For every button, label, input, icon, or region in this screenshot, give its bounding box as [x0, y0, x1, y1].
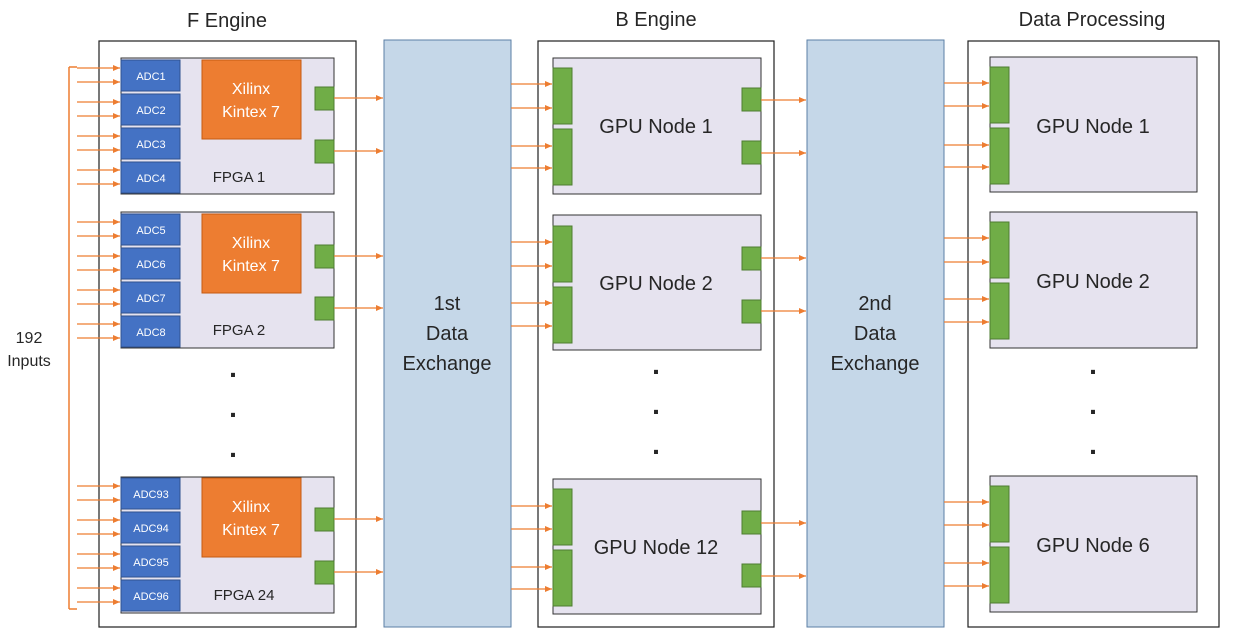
first-data-exchange [383, 39, 512, 628]
b-engine-node-2: GPU Node 2 [552, 214, 762, 351]
adc-block [120, 161, 181, 194]
adc-label: ADC2 [136, 105, 165, 117]
f-engine-ellipsis-dot: . [229, 392, 237, 423]
input-port [989, 127, 1010, 185]
first-exchange-line2: Data [426, 323, 469, 345]
fpga-board-2: Xilinx Kintex 7 FPGA 2 ADC5 ADC6 ADC7 AD… [120, 211, 335, 349]
output-port [314, 296, 335, 321]
fpga-chip-line2: Kintex 7 [222, 104, 280, 121]
adc-label: ADC96 [133, 591, 168, 603]
data-processing-title: Data Processing [1019, 9, 1166, 31]
f-engine-title: F Engine [187, 10, 267, 32]
b-engine-ellipsis-dot: . [652, 429, 660, 460]
b-engine-title: B Engine [615, 9, 696, 31]
second-data-exchange [806, 39, 945, 628]
adc-block [120, 93, 181, 126]
input-port [552, 488, 573, 546]
fpga-chip-line2: Kintex 7 [222, 522, 280, 539]
input-port [552, 225, 573, 283]
input-port [989, 546, 1010, 604]
b-engine-ellipsis-dot: . [652, 389, 660, 420]
adc-block [120, 247, 181, 280]
adc-label: ADC3 [136, 139, 165, 151]
b-engine-ellipsis-dot: . [652, 349, 660, 380]
input-port [989, 485, 1010, 543]
inputs-text-label: Inputs [7, 353, 51, 370]
adc-label: ADC5 [136, 225, 165, 237]
output-port [314, 244, 335, 269]
processing-ellipsis-dot: . [1089, 389, 1097, 420]
input-port [989, 282, 1010, 340]
fpga-chip [201, 59, 302, 140]
adc-label: ADC93 [133, 489, 168, 501]
adc-block [120, 59, 181, 92]
output-port [741, 87, 762, 112]
adc-label: ADC1 [136, 71, 165, 83]
gpu-node-label: GPU Node 12 [594, 537, 719, 559]
second-exchange-line1: 2nd [858, 293, 891, 315]
gpu-node-label: GPU Node 2 [599, 273, 712, 295]
second-exchange-line3: Exchange [831, 353, 920, 375]
adc-label: ADC4 [136, 173, 165, 185]
input-port [989, 66, 1010, 124]
fpga-chip-line2: Kintex 7 [222, 258, 280, 275]
adc-block [120, 315, 181, 348]
gpu-node-label: GPU Node 2 [1036, 271, 1149, 293]
gpu-node-label: GPU Node 1 [599, 116, 712, 138]
fpga-chip [201, 477, 302, 558]
output-port [314, 139, 335, 164]
input-port [552, 549, 573, 607]
gpu-node-label: GPU Node 1 [1036, 116, 1149, 138]
input-port [552, 128, 573, 186]
output-port [741, 563, 762, 588]
second-exchange-line2: Data [854, 323, 897, 345]
adc-label: ADC94 [133, 523, 168, 535]
fpga-chip [201, 213, 302, 294]
fpga-chip-line1: Xilinx [232, 499, 270, 516]
adc-label: ADC95 [133, 557, 168, 569]
fpga-chip-line1: Xilinx [232, 81, 270, 98]
fpga-chip-line1: Xilinx [232, 235, 270, 252]
f-engine-ellipsis-dot: . [229, 432, 237, 463]
fpga-board-1: Xilinx Kintex 7 FPGA 1 ADC1 ADC2 ADC3 AD… [120, 57, 335, 195]
arrow-layer [77, 65, 989, 605]
fpga-label: FPGA 24 [214, 587, 275, 604]
processing-node-6: GPU Node 6 [989, 475, 1198, 613]
input-port [989, 221, 1010, 279]
processing-ellipsis-dot: . [1089, 349, 1097, 380]
gpu-node-label: GPU Node 6 [1036, 535, 1149, 557]
adc-block [120, 477, 181, 510]
processing-node-2: GPU Node 2 [989, 211, 1198, 349]
output-port [741, 246, 762, 271]
processing-ellipsis-dot: . [1089, 429, 1097, 460]
b-engine-node-1: GPU Node 1 [552, 57, 762, 195]
input-port [552, 67, 573, 125]
fpga-label: FPGA 1 [213, 169, 266, 186]
f-engine-ellipsis-dot: . [229, 352, 237, 383]
adc-label: ADC7 [136, 293, 165, 305]
processing-node-1: GPU Node 1 [989, 56, 1198, 193]
adc-block [120, 127, 181, 160]
adc-block [120, 281, 181, 314]
b-engine-node-12: GPU Node 12 [552, 478, 762, 615]
first-exchange-line1: 1st [434, 293, 461, 315]
adc-label: ADC8 [136, 327, 165, 339]
fpga-board-24: Xilinx Kintex 7 FPGA 24 ADC93 ADC94 ADC9… [120, 476, 335, 614]
adc-label: ADC6 [136, 259, 165, 271]
output-port [314, 560, 335, 585]
adc-block [120, 579, 181, 612]
inputs-count-label: 192 [16, 330, 43, 347]
adc-block [120, 511, 181, 544]
adc-block [120, 545, 181, 578]
fpga-label: FPGA 2 [213, 322, 266, 339]
adc-block [120, 213, 181, 246]
output-port [314, 86, 335, 111]
output-port [741, 140, 762, 165]
output-port [314, 507, 335, 532]
output-port [741, 510, 762, 535]
input-port [552, 286, 573, 344]
output-port [741, 299, 762, 324]
first-exchange-line3: Exchange [403, 353, 492, 375]
